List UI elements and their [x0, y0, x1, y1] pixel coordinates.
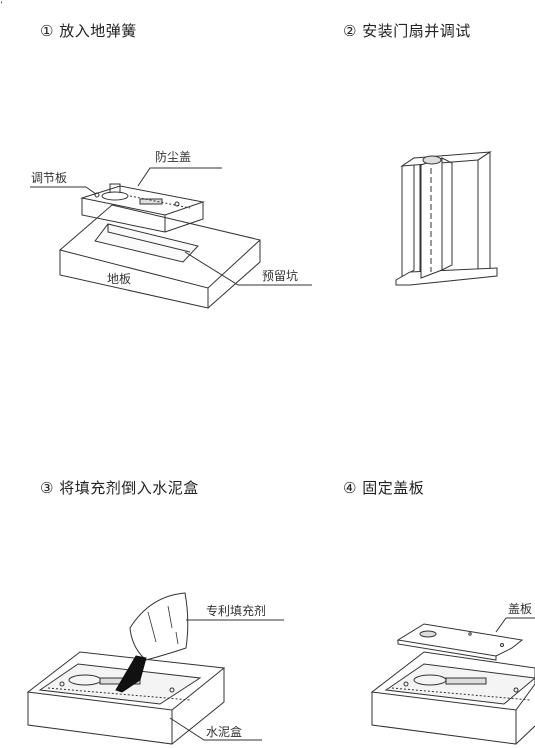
dust-cover-leader: [137, 167, 222, 187]
door-leaf: [420, 155, 453, 279]
cement-box-slab: [26, 651, 226, 745]
cover-plate: [396, 623, 524, 661]
cement-box-leader: [169, 717, 262, 741]
cover-plate-label: 盖板: [508, 602, 532, 616]
step-4-title: ④ 固定盖板: [343, 479, 425, 497]
step-3-illustration: [26, 592, 284, 745]
step-1-title: ① 放入地弹簧: [40, 22, 137, 40]
pit-opening: [94, 223, 199, 263]
floor-label: 地板: [107, 272, 131, 286]
pit-label: 预留坑: [262, 268, 298, 283]
adjust-plate-leader: [30, 186, 97, 195]
floor-spring-body: [80, 183, 205, 233]
filler-bag: [129, 592, 189, 661]
filler-label: 专利填充剂: [206, 603, 266, 618]
cement-box-label: 水泥盒: [206, 724, 242, 739]
step-3-title: ③ 将填充剂倒入水泥盒: [40, 479, 199, 497]
floor-slab: [58, 204, 262, 309]
step-2-title: ② 安装门扇并调试: [343, 22, 471, 40]
door-frame: [395, 151, 498, 286]
pit-leader: [184, 251, 312, 286]
dust-cover-label: 防尘盖: [155, 149, 191, 164]
cover-plate-leader: [495, 617, 535, 633]
step-1-illustration: [30, 167, 312, 309]
filler-pour: [115, 655, 147, 693]
step-2-illustration: [395, 151, 498, 286]
adjust-plate-label: 调节板: [31, 171, 67, 185]
corner-mark: ': [0, 0, 3, 11]
cement-box-slab-4: [370, 651, 535, 745]
step-4-illustration: [370, 617, 535, 745]
